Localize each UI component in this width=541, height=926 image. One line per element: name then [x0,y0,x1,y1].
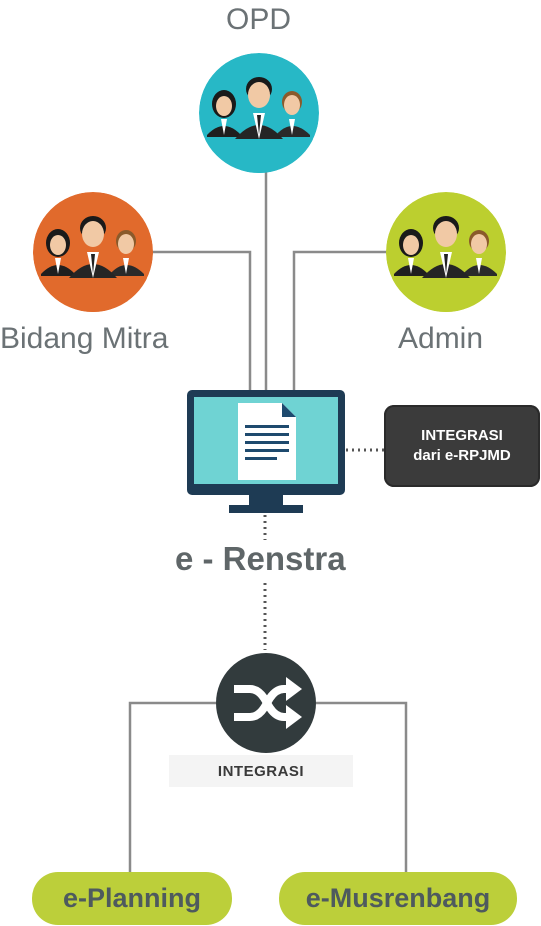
opd-avatar [199,53,319,173]
e-planning-pill[interactable]: e-Planning [32,872,232,925]
bidang-mitra-label: Bidang Mitra [0,322,169,355]
integration-badge: INTEGRASI dari e-RPJMD [384,405,540,487]
admin-label: Admin [398,322,484,355]
shuffle-icon [216,653,316,753]
badge-line-2: dari e-RPJMD [413,447,511,464]
admin-avatar [386,192,506,312]
people-group-icon [199,53,319,173]
integration-label: INTEGRASI [169,755,353,787]
badge-line-1: INTEGRASI [421,427,503,444]
monitor-icon [187,390,345,515]
main-title: e - Renstra [175,540,346,577]
people-group-icon [386,192,506,312]
e-musrenbang-pill[interactable]: e-Musrenbang [279,872,517,925]
bidang-mitra-avatar [33,192,153,312]
people-group-icon [33,192,153,312]
opd-label: OPD [226,3,292,36]
